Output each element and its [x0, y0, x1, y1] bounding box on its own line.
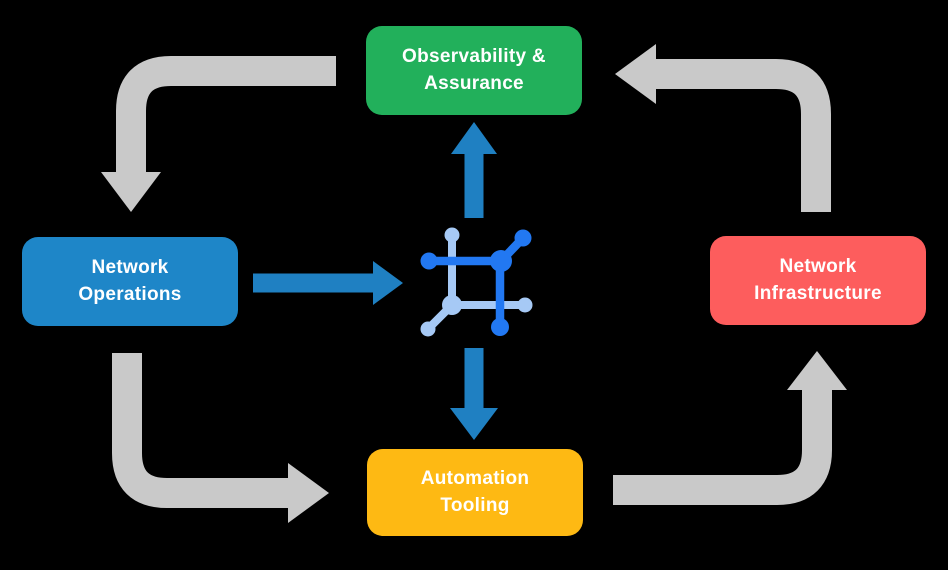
- node-observability-assurance: Observability & Assurance: [366, 26, 582, 115]
- arrow-automation-to-infrastructure: [613, 351, 847, 505]
- node-network-operations: Network Operations: [22, 237, 238, 326]
- arrow-core-to-automation: [450, 348, 498, 440]
- node-observability-label-line1: Observability &: [402, 46, 546, 68]
- node-operations-label-line1: Network: [91, 257, 169, 279]
- node-infrastructure-label-line2: Infrastructure: [754, 282, 882, 304]
- node-network-infrastructure: Network Infrastructure: [710, 236, 926, 325]
- arrow-infrastructure-to-observability: [615, 44, 831, 212]
- node-infrastructure-label-line1: Network: [779, 256, 857, 278]
- arrow-operations-to-core: [253, 261, 403, 305]
- node-observability-label-line2: Assurance: [424, 72, 524, 94]
- node-automation-tooling: Automation Tooling: [367, 449, 583, 536]
- arrow-core-to-observability: [451, 122, 497, 218]
- node-automation-label-line2: Tooling: [440, 494, 510, 516]
- node-operations-label-line2: Operations: [78, 283, 182, 305]
- arrow-observability-to-operations: [101, 56, 336, 212]
- arrow-operations-to-automation: [112, 353, 329, 523]
- network-automation-icon: [420, 227, 533, 337]
- node-automation-label-line1: Automation: [420, 468, 530, 490]
